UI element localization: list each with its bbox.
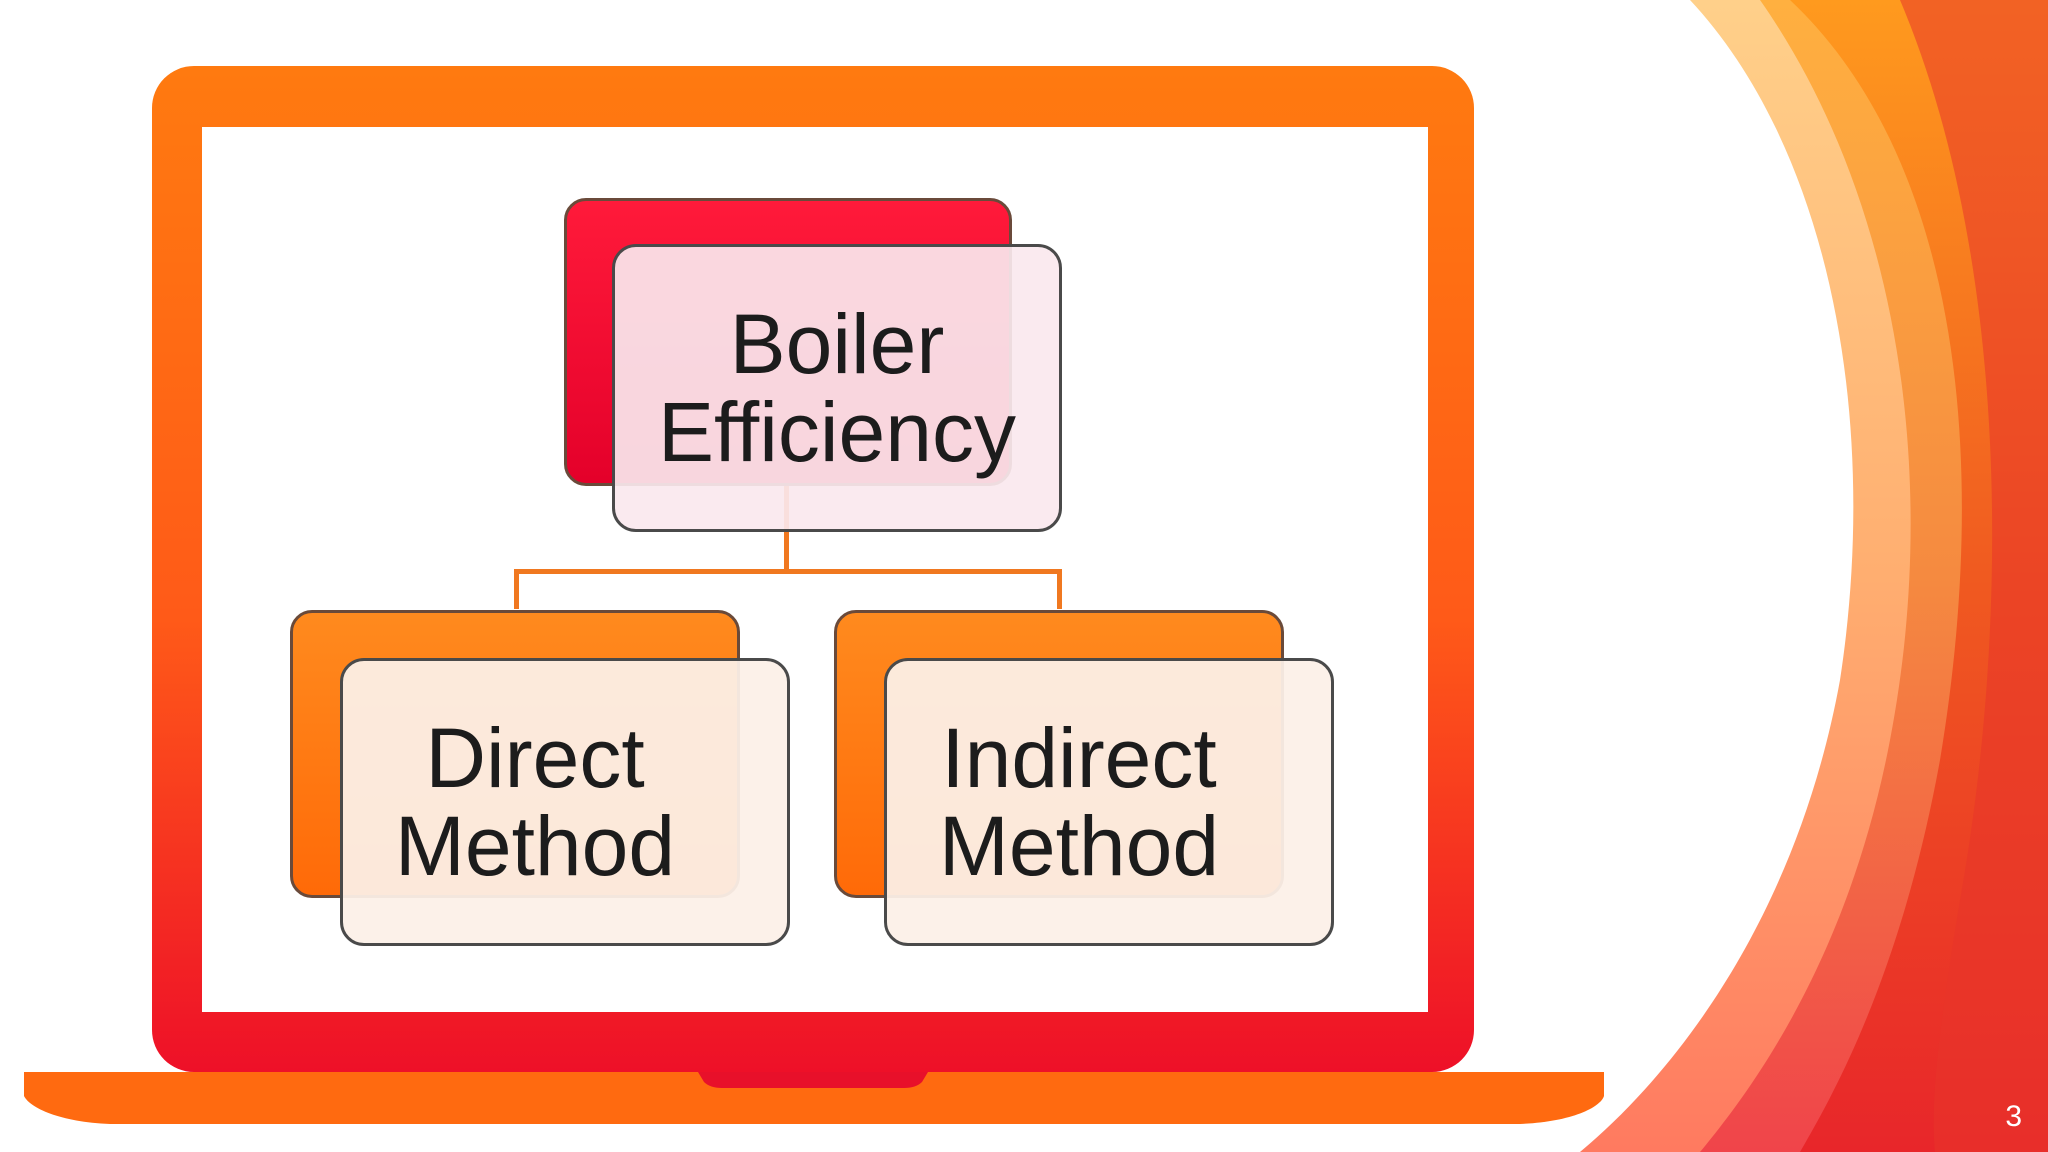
connector-right-vertical [1057, 569, 1062, 609]
child-node-direct: Direct Method [340, 658, 790, 946]
root-node: Boiler Efficiency [612, 244, 1062, 532]
root-node-label: Boiler Efficiency [658, 297, 1016, 479]
swoosh-decoration [1580, 0, 2048, 1152]
connector-horizontal [514, 569, 1062, 574]
slide-number: 3 [2005, 1100, 2022, 1133]
child-node-indirect-label: Indirect Method [938, 711, 1220, 893]
child-node-direct-label: Direct Method [394, 711, 676, 893]
connector-left-vertical [514, 569, 519, 609]
child-node-indirect: Indirect Method [884, 658, 1334, 946]
